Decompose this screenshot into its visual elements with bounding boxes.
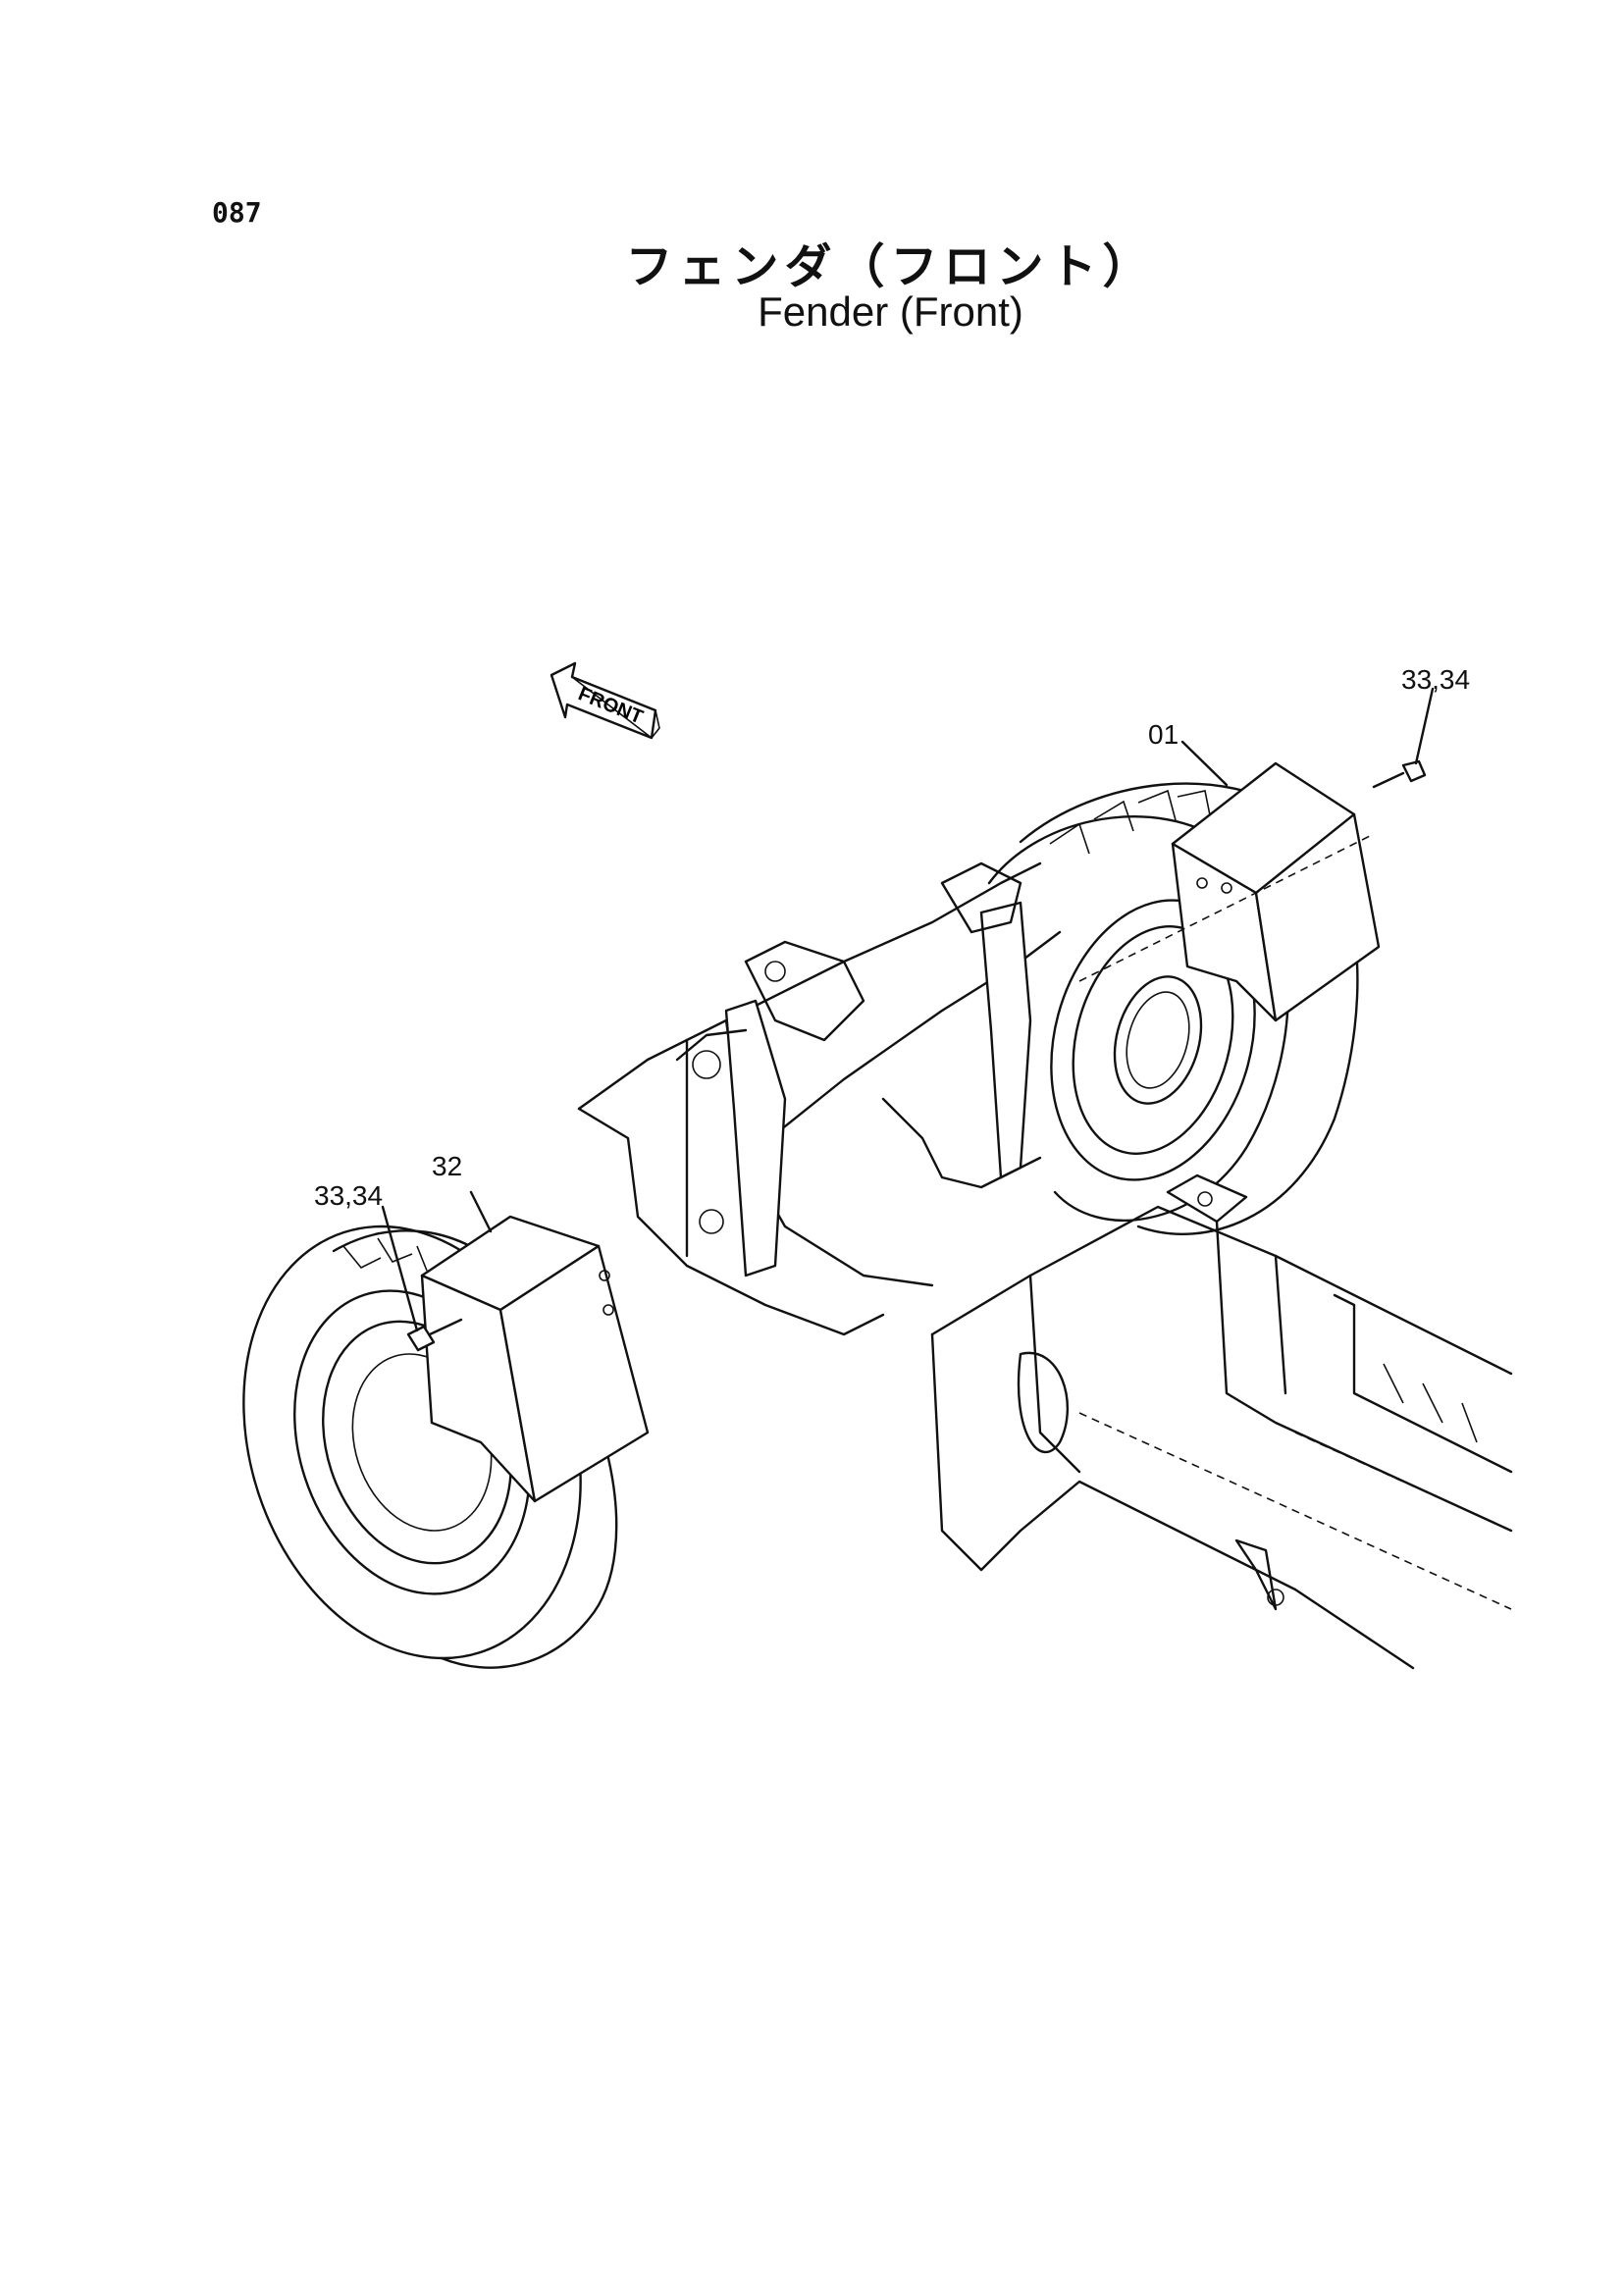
fender-right bbox=[1171, 761, 1381, 1022]
callout-fender-right: 01 bbox=[1148, 719, 1179, 750]
bolt-right: 33,34 01 bbox=[1078, 664, 1470, 982]
callout-fender-left: 32 bbox=[432, 1151, 462, 1181]
callout-bolt-right: 33,34 bbox=[1401, 664, 1470, 695]
page-title-japanese: フェンダ（フロント） bbox=[625, 239, 1156, 294]
front-direction-arrow: FRONT bbox=[550, 661, 660, 740]
page-number: 087 bbox=[212, 196, 262, 229]
page-title-english: Fender (Front) bbox=[758, 288, 1023, 335]
chassis-frame bbox=[930, 1173, 1513, 1670]
callout-bolt-left: 33,34 bbox=[314, 1180, 383, 1211]
fender-left bbox=[420, 1215, 650, 1503]
axle-frame bbox=[577, 861, 1062, 1336]
bolt-left: 33,34 32 bbox=[314, 1151, 493, 1352]
